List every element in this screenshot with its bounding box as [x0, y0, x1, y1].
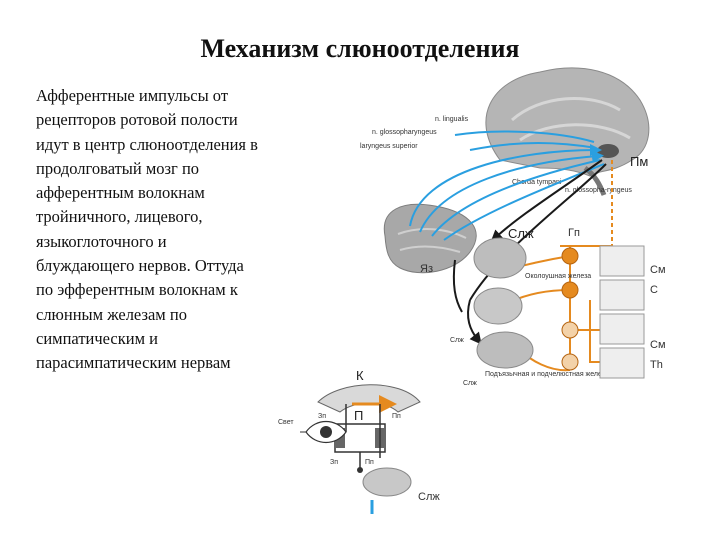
tongue-illustration — [383, 203, 477, 274]
gland-mid-label: Слж — [450, 337, 464, 344]
gland-bottom-label: Слж — [463, 380, 477, 387]
tongue-label: Яз — [420, 263, 433, 275]
sm-th-label: Th — [650, 359, 663, 371]
body-line: рецепторов ротовой полости — [36, 110, 238, 130]
ganglion-label: Гп — [568, 227, 580, 239]
body-line: языкоглоточного и — [36, 231, 167, 251]
zp-lower-label: Зп — [330, 459, 338, 466]
body-line: продолговатый мозг по — [36, 158, 200, 178]
gland-reflex-label: Слж — [418, 491, 440, 503]
spinal-cord-segments — [599, 245, 645, 379]
n-glossopharyngeus-lower-label: n. glossopha-ryngeus — [565, 187, 632, 194]
chorda-tympani-label: Chorda tympani — [512, 179, 562, 186]
body-line: по эфферентным волокнам к — [36, 280, 238, 300]
body-line: Афферентные импульсы от — [36, 86, 229, 105]
body-line: парасимпатическим нервам — [36, 353, 231, 373]
sm-mid-label: См — [650, 339, 666, 351]
slide-title: Механизм слюноотделения — [200, 34, 520, 63]
ganglion-nodes — [561, 247, 579, 371]
body-line: афферентным волокнам — [36, 183, 205, 203]
sympathetic-fibres — [452, 159, 607, 345]
parotid-note: Околоушная железа — [525, 273, 591, 280]
n-lingualis-label: n. lingualis — [435, 116, 469, 123]
sm-top-label: См — [650, 264, 666, 276]
stimulus-label: Свет — [278, 419, 294, 426]
gland-top-label: Слж — [508, 226, 534, 241]
zp-left-label: Зп — [318, 413, 326, 420]
laryngeus-superior-label: laryngeus superior — [360, 143, 418, 150]
subcortex-label: П — [354, 408, 363, 423]
body-line: слюнным железам по — [36, 304, 187, 324]
medulla-label: Пм — [630, 154, 648, 169]
sublingual-note: Подъязычная и подчелюстная железы — [485, 371, 610, 378]
body-line: идут в центр слюноотделения в — [36, 134, 258, 154]
salivary-glands — [473, 237, 534, 369]
afferent-fibres — [409, 130, 605, 241]
body-line: симпатическим и — [36, 328, 158, 348]
cortex-label: К — [356, 368, 364, 383]
reflex-scheme — [300, 384, 421, 514]
pp-lower-label: Пп — [365, 459, 374, 466]
medulla-center — [597, 144, 619, 158]
pp-right-label: Пп — [392, 413, 401, 420]
n-glossopharyngeus-label: n. glossopharyngeus — [372, 129, 437, 136]
sm-c-label: С — [650, 284, 658, 296]
body-line: блуждающего нервов. Оттуда — [36, 256, 244, 276]
body-line: тройничного, лицевого, — [36, 207, 203, 227]
slide-body-text: Афферентные импульсы от рецепторов ротов… — [36, 84, 336, 376]
